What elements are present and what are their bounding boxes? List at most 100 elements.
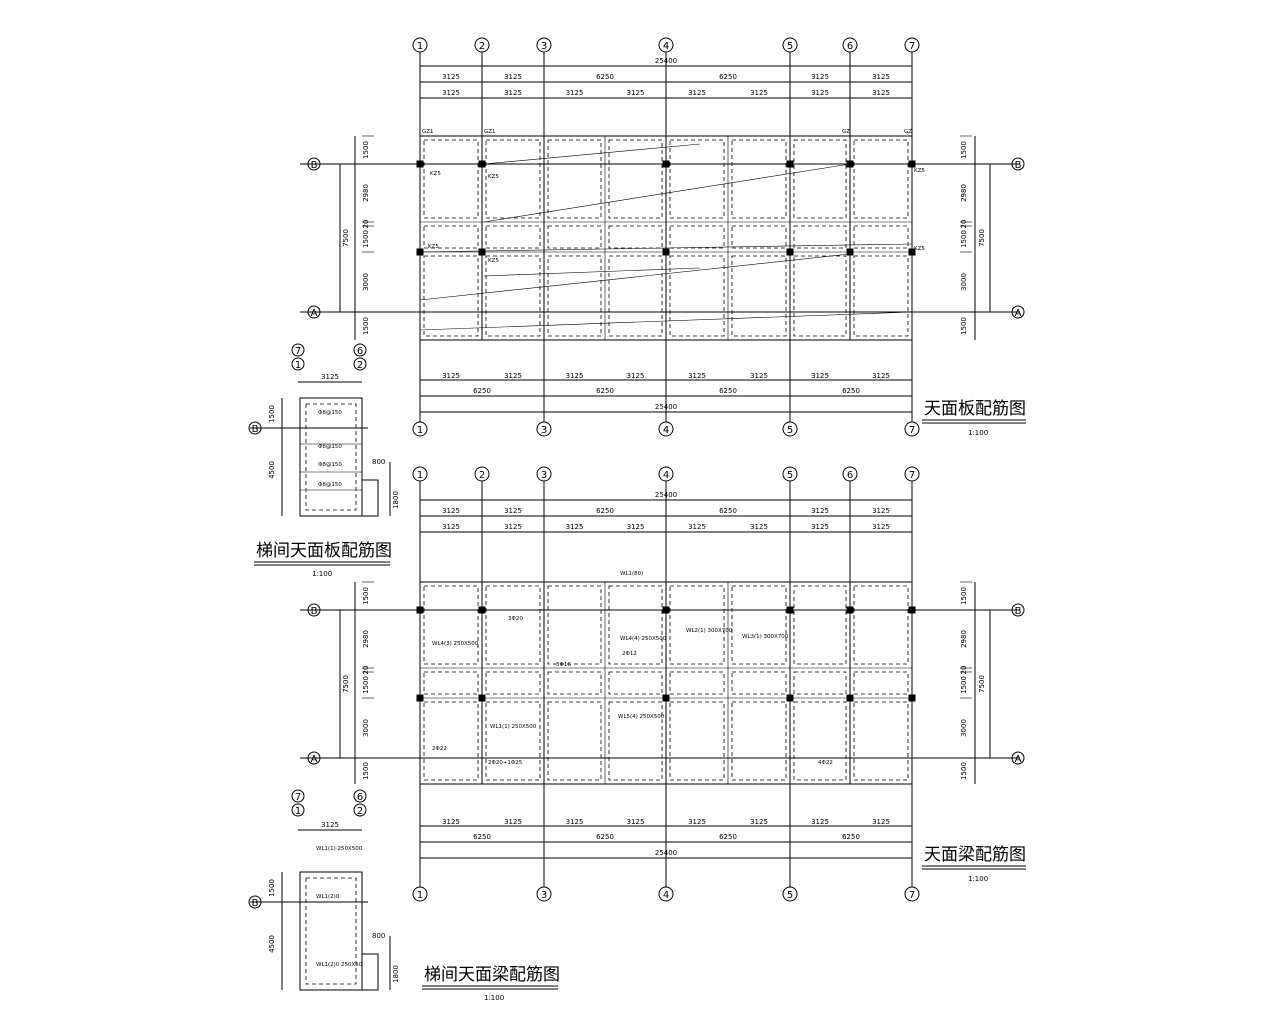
slab-dim2-7: 3125 (872, 89, 890, 97)
slab-row-b-right: B (1015, 160, 1022, 171)
side-dim-2: 20 (960, 220, 968, 229)
beam-bdim2-3: 6250 (842, 833, 860, 841)
stair-beam-note-2: WL1(2)0 (316, 894, 340, 900)
slab-top-axis-label-3: 3 (541, 41, 547, 52)
rebar-4: 2Φ12 (622, 651, 637, 657)
beam-bdim1-7: 3125 (872, 818, 890, 826)
stair-slab-plan: 7 1 6 2 3125 B Φ8@150 Φ8@150 Φ8@150 Φ8@1… (248, 343, 400, 578)
slab-dim1-2: 6250 (596, 73, 614, 81)
beam-columns (416, 606, 916, 702)
rebar-6: 4Φ22 (818, 760, 833, 766)
beam-dim1-5: 3125 (872, 507, 890, 515)
kz-label-4: KZ5 (428, 244, 439, 250)
column (786, 248, 794, 256)
side-dim-0: 1500 (362, 587, 370, 605)
beam-top-axis-label-3: 3 (541, 470, 547, 481)
beam-dim1-1: 3125 (504, 507, 522, 515)
slab-bdim2-1: 6250 (596, 387, 614, 395)
beam-bdim2-1: 6250 (596, 833, 614, 841)
slab-bdim1-5: 3125 (750, 372, 768, 380)
stair-slab-dim-800: 800 (372, 458, 385, 466)
beam-top-axis-label-1: 1 (417, 470, 423, 481)
stair-slab-axis-1: 1 (295, 360, 301, 371)
col-label-gz-a: GZ (842, 129, 850, 135)
slab-bottom-axis-bubble-3 (536, 421, 552, 437)
column (416, 160, 424, 168)
stair-slab-rebar-3: Φ8@150 (318, 462, 342, 468)
slab-top-axis-label-4: 4 (663, 41, 669, 52)
beam-bdim1-6: 3125 (811, 818, 829, 826)
stair-beam-row-b: B (252, 898, 259, 909)
column (478, 694, 486, 702)
stair-beam-axis-6: 6 (357, 792, 363, 803)
beam-top-axis-label-7: 7 (909, 470, 915, 481)
beam-grid-verticals (419, 582, 913, 784)
beam-note-6: WL1(1) 250X500 (490, 724, 537, 730)
stair-slab-width: 3125 (321, 373, 339, 381)
stair-slab-axis-7: 7 (295, 346, 301, 357)
slab-bdim2-2: 6250 (719, 387, 737, 395)
slab-dim1-3: 6250 (719, 73, 737, 81)
beam-dim1-4: 3125 (811, 507, 829, 515)
slab-top-axis-bubble-2 (474, 37, 490, 53)
column (662, 694, 670, 702)
stair-beam-dim-1500: 1500 (268, 879, 276, 897)
slab-top-axis-bubble-7 (904, 37, 920, 53)
stair-slab-rebar-4: Φ8@150 (318, 482, 342, 488)
slab-bottom-axis-label-5: 5 (787, 425, 793, 436)
column (662, 606, 670, 614)
slab-plan-title: 天面板配筋图 (924, 399, 1026, 419)
column (786, 694, 794, 702)
side-dim-1: 2980 (362, 630, 370, 648)
beam-total-dim-top: 25400 (655, 491, 677, 499)
slab-top-axis-label-7: 7 (909, 41, 915, 52)
slab-top-axis-label-5: 5 (787, 41, 793, 52)
slab-top-axis-bubble-6 (842, 37, 858, 53)
beam-bdim1-5: 3125 (750, 818, 768, 826)
beam-row-a-left: A (311, 754, 318, 765)
beam-top-axis-bubble-3 (536, 466, 552, 482)
beam-note-4: WL3(1) 300X700 (742, 634, 789, 640)
column (846, 694, 854, 702)
beam-bdim2-2: 6250 (719, 833, 737, 841)
slab-top-axis-bubble-3 (536, 37, 552, 53)
beam-plan-title: 天面梁配筋图 (924, 845, 1026, 865)
beam-top-label: WL1(80) (620, 571, 643, 577)
side-dim-0: 1500 (960, 587, 968, 605)
column (786, 160, 794, 168)
beam-top-axis-bubble-4 (658, 466, 674, 482)
slab-bottom-axis-label-7: 7 (909, 425, 915, 436)
kz-label-5: KZ5 (488, 258, 499, 264)
slab-dim1-4: 3125 (811, 73, 829, 81)
stair-slab-dim-1800: 1800 (392, 491, 400, 509)
column (478, 160, 486, 168)
beam-dim1-2: 6250 (596, 507, 614, 515)
beam-plan-scale: 1:100 (968, 875, 988, 883)
side-dim-5: 1500 (362, 317, 370, 335)
beam-dim1-3: 6250 (719, 507, 737, 515)
beam-row-a-right: A (1015, 754, 1022, 765)
slab-dim1-0: 3125 (442, 73, 460, 81)
slab-dim2-4: 3125 (688, 89, 706, 97)
beam-bottom-axis-label-4: 4 (663, 890, 669, 901)
slab-bdim1-4: 3125 (688, 372, 706, 380)
slab-bdim1-3: 3125 (627, 372, 645, 380)
stair-beam-scale: 1:100 (484, 994, 504, 1002)
beam-panel-outlines (423, 585, 909, 781)
beam-top-axis-label-4: 4 (663, 470, 669, 481)
slab-dim2-0: 3125 (442, 89, 460, 97)
rebar-5: 2Φ20+1Φ25 (488, 760, 523, 766)
side-dim-1: 2980 (960, 184, 968, 202)
column (478, 606, 486, 614)
side-dim-0: 1500 (960, 141, 968, 159)
stair-beam-dim-1800: 1800 (392, 965, 400, 983)
stair-beam-note-1: WL1(1) 250X500 (316, 846, 363, 852)
